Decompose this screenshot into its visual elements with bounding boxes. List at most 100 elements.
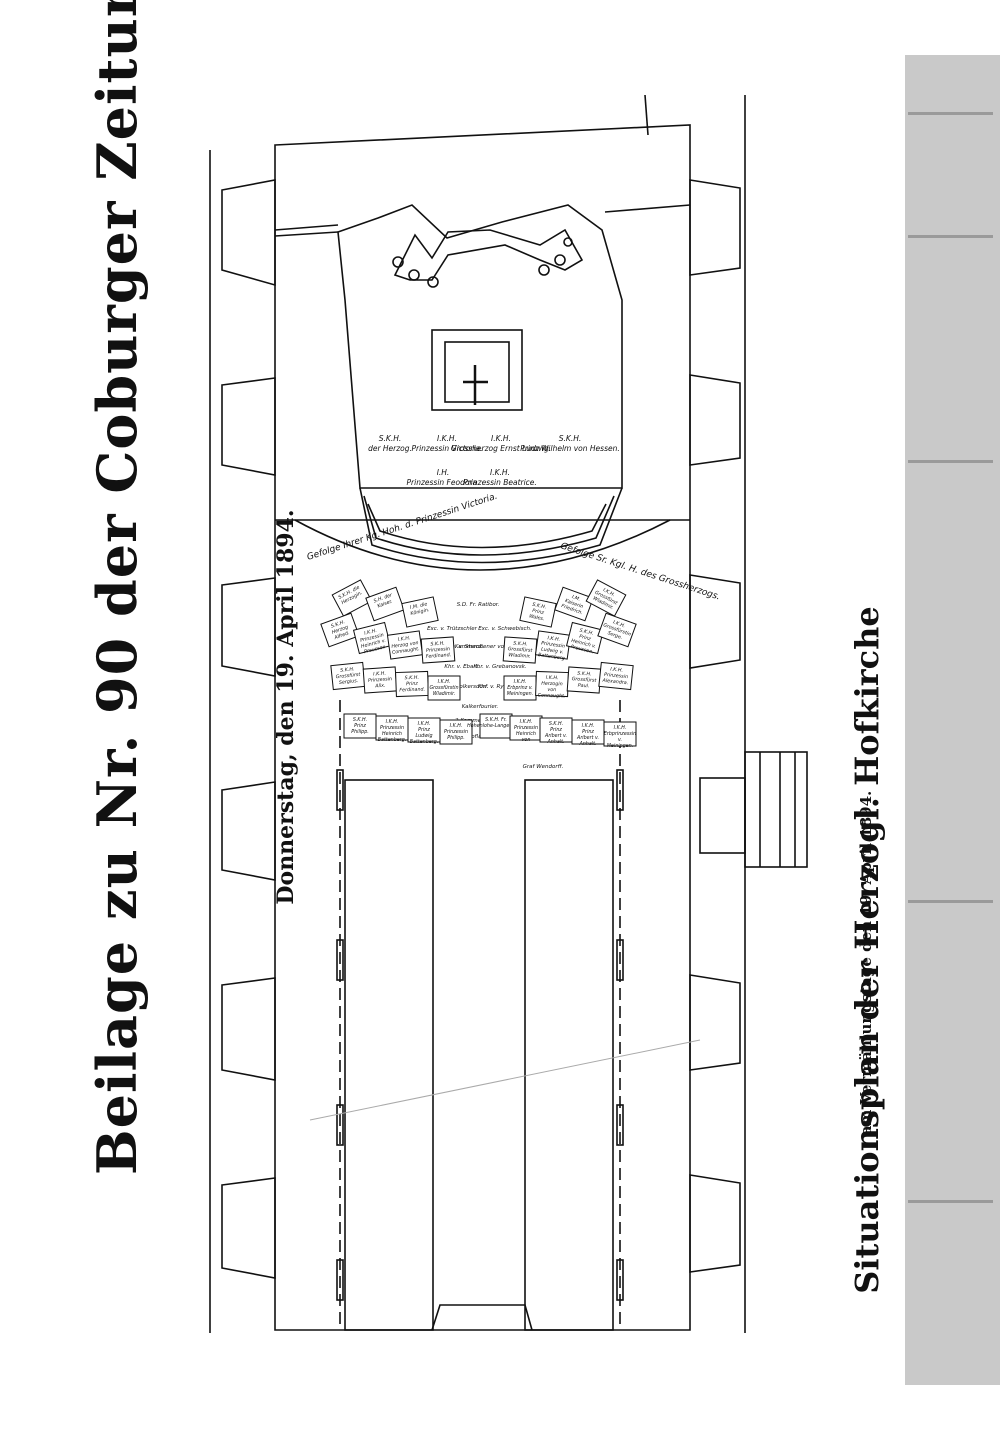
pew-card-text: S.K.H. bbox=[330, 619, 346, 630]
pew-card-text: Battenberg. bbox=[378, 737, 407, 743]
pew-card-text: Connaught. bbox=[392, 646, 420, 656]
pew-card-text: I.K.H. bbox=[438, 679, 451, 685]
pew-card-text: Prinz bbox=[354, 723, 366, 729]
pew-card-box bbox=[365, 586, 405, 622]
pew-card-text: I.M. bbox=[571, 594, 581, 603]
chancel-outline bbox=[337, 204, 623, 489]
nave-outline bbox=[274, 124, 691, 1331]
pew-card-box bbox=[519, 596, 557, 628]
pew-card-text: Preussen bbox=[364, 644, 387, 655]
pew-block-right bbox=[524, 779, 614, 1331]
altar-name-3: Grossherzog Ernst Ludwig. bbox=[451, 444, 551, 453]
pew-card-text: Prinz bbox=[406, 681, 418, 687]
pew-card-text: Prinzessin bbox=[604, 672, 629, 680]
pew-card-text: Prinzessin bbox=[514, 725, 538, 731]
pew-card-text: Herzog von bbox=[391, 640, 419, 650]
pew-card-text: Prinz bbox=[582, 729, 594, 735]
pew-card-text: Anhalt. bbox=[578, 741, 596, 747]
pew-card-box bbox=[585, 579, 627, 617]
pew-card-text: Alix. bbox=[374, 683, 386, 690]
altar-name-6: Prinzessin Beatrice. bbox=[463, 478, 537, 487]
pew-card-text: Anhalt. bbox=[546, 739, 564, 745]
altar-name-4: Prinz Wilhelm von Hessen. bbox=[520, 444, 619, 453]
pew-block-left bbox=[344, 779, 434, 1331]
pew-card-text: Grossfürstin bbox=[429, 685, 458, 691]
pew-card-text: Grossfürst bbox=[335, 672, 361, 681]
pew-card-text: Prinzessin bbox=[426, 646, 450, 654]
pew-card-text: I.M. die bbox=[410, 601, 428, 611]
pew-card-text: Ludwig v. bbox=[541, 646, 564, 655]
pew-card-text: Prinzessin bbox=[380, 725, 404, 731]
pew-card-text: v. bbox=[618, 738, 622, 743]
pew-card-text: Herzogin bbox=[541, 681, 563, 688]
pew-card-text: Aribert v. bbox=[576, 735, 599, 741]
pew-card-text: Heinrich v. bbox=[360, 638, 386, 650]
suite-right: Gefolge Sr. Kgl. H. des Grossherzogs. bbox=[559, 541, 721, 602]
pew-card-text: Prinz bbox=[550, 727, 562, 733]
pew-card-text: I.K.H. bbox=[450, 723, 463, 729]
pew-card-box bbox=[479, 713, 513, 739]
pew-card-box bbox=[534, 630, 572, 660]
pew-card-box bbox=[439, 719, 473, 745]
pew-card-text: Meiningen. bbox=[507, 691, 533, 697]
pew-card-text: Prinz bbox=[418, 727, 430, 733]
pew-card-box bbox=[554, 586, 594, 622]
pew-card-text: I.K.H. bbox=[386, 719, 399, 725]
altar-name-2: Prinzessin Victoria. bbox=[411, 444, 482, 453]
altar-rank-1: S.K.H. bbox=[379, 434, 401, 443]
pew-card-box bbox=[598, 661, 634, 691]
pew-card-text: Philipp. bbox=[351, 729, 369, 735]
pew-card-text: I.K.H. bbox=[612, 619, 626, 629]
altar-rank-6: I.K.H. bbox=[490, 468, 510, 477]
pew-card-text: Grossfürst bbox=[507, 646, 533, 654]
altar-rank-2: I.K.H. bbox=[437, 434, 457, 443]
pew-card-text: Sergius. bbox=[339, 678, 359, 686]
pew-card-text: Prinz bbox=[579, 634, 592, 643]
center-label: Khr. v. Wolkersdorf. bbox=[435, 684, 489, 690]
pew-card-text: S.K.H. bbox=[513, 641, 528, 648]
center-label: Khr. v. Ebart. bbox=[444, 664, 479, 670]
pew-card-text: I.K.H. bbox=[547, 635, 560, 643]
pew-card-text: I.K.H. bbox=[397, 635, 410, 643]
altar-name-5: Prinzessin Feodora. bbox=[407, 478, 480, 487]
pew-card-text: Grossfürst bbox=[571, 676, 597, 684]
pew-card-text: Erbprinz v. bbox=[507, 685, 532, 691]
pew-card-text: Heinrich v. bbox=[570, 638, 596, 650]
pew-card-text: Preussen. bbox=[570, 644, 594, 655]
pew-card-text: S.K.H. bbox=[340, 666, 355, 673]
pew-card-text: Herzog bbox=[331, 624, 349, 635]
center-label: Khr. v. Rykowski bbox=[478, 684, 523, 690]
pew-card-box bbox=[343, 713, 377, 739]
pew-card-text: Ferdinand. bbox=[425, 652, 451, 660]
pew-card-text: Prinzessin bbox=[368, 676, 392, 684]
pew-card-text: I.K.H. bbox=[614, 725, 627, 731]
pew-card-text: Erbprinzessin bbox=[604, 731, 636, 737]
pew-card-text: Aribert v. bbox=[544, 733, 567, 739]
pew-card-text: Wladimir. bbox=[508, 652, 531, 660]
pew-card-text: Prinz bbox=[532, 608, 545, 616]
pew-card-text: Meiningen. bbox=[607, 743, 633, 749]
pew-card-text: S.K.H. bbox=[577, 671, 592, 678]
pew-card-text: Ludwig bbox=[415, 733, 432, 739]
